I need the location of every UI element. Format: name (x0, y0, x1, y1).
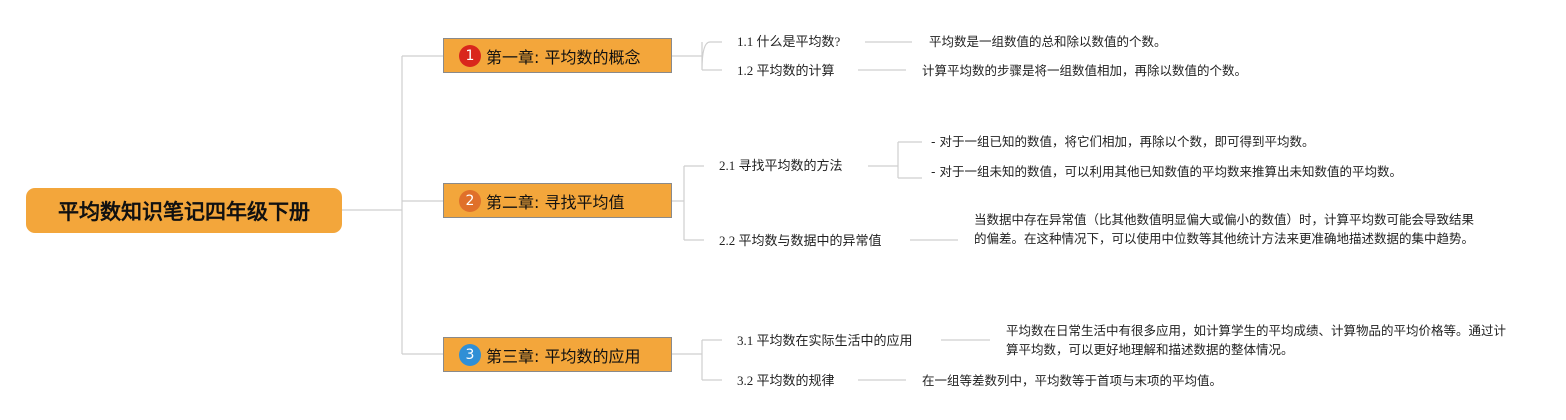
connector-ch2 (667, 165, 704, 241)
topic-3-1[interactable]: 3.1 平均数在实际生活中的应用 (737, 333, 913, 348)
root-title: 平均数知识笔记四年级下册 (58, 199, 310, 224)
note-3-1[interactable]: 平均数在日常生活中有很多应用，如计算学生的平均成绩、计算物品的平均价格等。通过计… (1006, 323, 1507, 357)
topic-1-2[interactable]: 1.2 平均数的计算 (737, 63, 835, 78)
topic-3-2[interactable]: 3.2 平均数的规律 (737, 373, 835, 388)
priority-1-icon: 1 (459, 44, 481, 67)
note-2-1-a[interactable]: - 对于一组已知的数值，将它们相加，再除以个数，即可得到平均数。 (931, 134, 1315, 149)
note-2-1-b[interactable]: - 对于一组未知的数值，可以利用其他已知数值的平均数来推算出未知数值的平均数。 (931, 164, 1402, 179)
topic-2-1[interactable]: 2.1 寻找平均数的方法 (719, 158, 843, 173)
priority-2-icon: 2 (459, 189, 481, 212)
chapter-label: 第一章: 平均数的概念 (486, 47, 641, 67)
chapter-node-2[interactable]: 2 第二章: 寻找平均值 (443, 183, 672, 218)
note-2-2[interactable]: 当数据中存在异常值（比其他数值明显偏大或偏小的数值）时，计算平均数可能会导致结果… (974, 212, 1475, 246)
note-1-1[interactable]: 平均数是一组数值的总和除以数值的个数。 (929, 34, 1167, 49)
connector-ch2-1-leaves (868, 141, 922, 179)
note-1-2[interactable]: 计算平均数的步骤是将一组数值相加，再除以数值的个数。 (922, 63, 1248, 78)
priority-3-icon: 3 (459, 343, 481, 366)
chapter-label: 第二章: 寻找平均值 (486, 192, 625, 212)
note-3-2[interactable]: 在一组等差数列中，平均数等于首项与末项的平均值。 (922, 373, 1223, 388)
chapter-node-1[interactable]: 1 第一章: 平均数的概念 (443, 38, 672, 73)
connector-ch1-leaves (858, 41, 912, 71)
chapter-label: 第三章: 平均数的应用 (486, 346, 641, 366)
connector-root (342, 55, 444, 355)
root-node[interactable]: 平均数知识笔记四年级下册 (26, 188, 342, 233)
chapter-node-3[interactable]: 3 第三章: 平均数的应用 (443, 337, 672, 372)
connector-ch3-leaves (858, 339, 990, 381)
connector-ch3 (672, 339, 722, 381)
connector-ch1 (672, 41, 722, 71)
topic-2-2[interactable]: 2.2 平均数与数据中的异常值 (719, 233, 882, 248)
topic-1-1[interactable]: 1.1 什么是平均数? (737, 34, 841, 49)
